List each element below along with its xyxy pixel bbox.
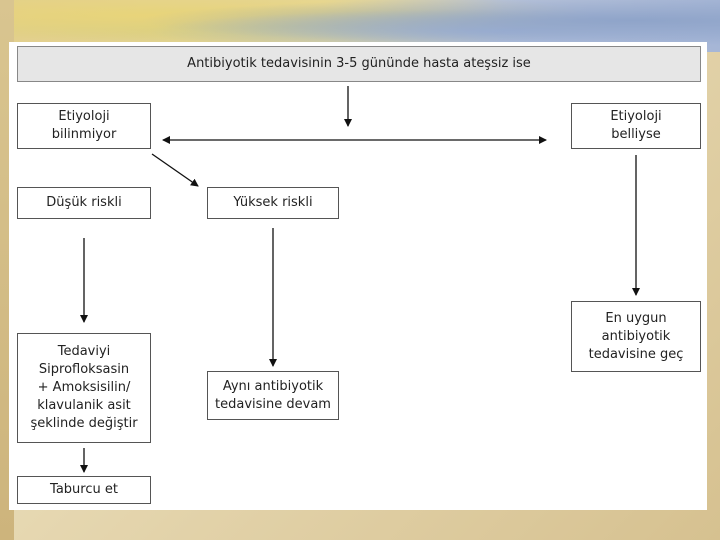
node-continue-same-antibiotic: Aynı antibiyotik tedavisine devam [207,371,339,420]
node-change-therapy: Tedaviyi Siprofloksasin + Amoksisilin/ k… [17,333,151,443]
header-condition-box: Antibiyotik tedavisinin 3-5 gününde hast… [17,46,701,82]
node-etiology-unknown: Etiyoloji bilinmiyor [17,103,151,149]
node-etiology-known: Etiyoloji belliyse [571,103,701,149]
node-discharge: Taburcu et [17,476,151,504]
arrow-unknown-to-high-risk [151,153,199,187]
node-high-risk: Yüksek riskli [207,187,339,219]
node-low-risk: Düşük riskli [17,187,151,219]
node-switch-best-antibiotic: En uygun antibiyotik tedavisine geç [571,301,701,372]
